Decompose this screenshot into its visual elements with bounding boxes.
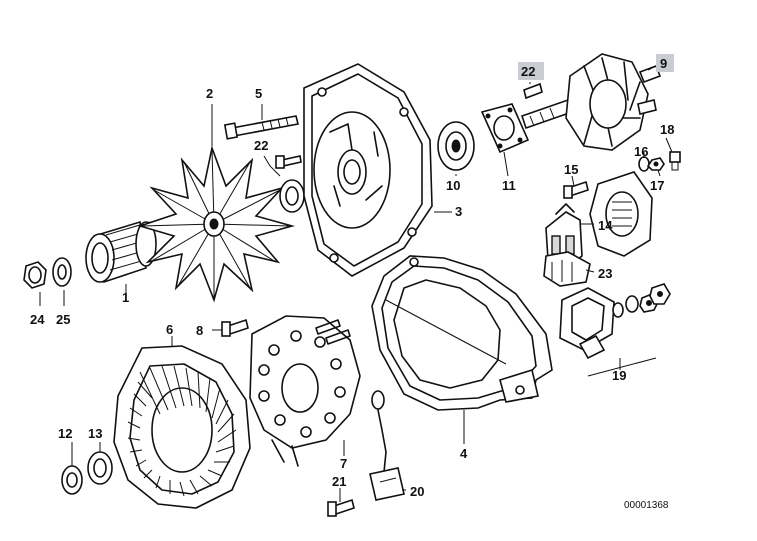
label-24[interactable]: 24 — [30, 312, 45, 327]
label-6[interactable]: 6 — [166, 322, 173, 337]
label-4[interactable]: 4 — [460, 446, 468, 461]
part-5-bolt[interactable] — [223, 115, 299, 140]
part-18-screw[interactable] — [669, 151, 681, 171]
label-15[interactable]: 15 — [564, 162, 578, 177]
label-7[interactable]: 7 — [340, 456, 347, 471]
label-13[interactable]: 13 — [88, 426, 102, 441]
label-21[interactable]: 21 — [332, 474, 346, 489]
drawing-code: 00001368 — [624, 500, 669, 511]
part-25-washer[interactable] — [52, 257, 72, 287]
part-4-rear-cover[interactable] — [371, 255, 553, 411]
part-16-washer[interactable] — [638, 156, 650, 172]
part-22-key[interactable] — [523, 82, 543, 100]
part-12-ring[interactable] — [61, 465, 83, 495]
part-19-terminal-assembly[interactable] — [559, 283, 671, 360]
part-23-regulator[interactable] — [543, 251, 591, 287]
part-15-screw[interactable] — [563, 180, 589, 199]
part-6-stator[interactable] — [113, 345, 251, 509]
part-21-screw[interactable] — [327, 498, 355, 517]
part-7-rectifier[interactable] — [249, 315, 361, 467]
label-2[interactable]: 2 — [206, 86, 213, 101]
part-9-rotor[interactable] — [520, 53, 662, 151]
label-1[interactable]: 1 — [122, 290, 129, 305]
label-19[interactable]: 19 — [612, 368, 626, 383]
label-22-left[interactable]: 22 — [254, 138, 268, 153]
part-13-ring[interactable] — [87, 451, 113, 485]
label-17[interactable]: 17 — [650, 178, 664, 193]
part-1-pulley[interactable] — [85, 220, 157, 284]
label-10[interactable]: 10 — [446, 178, 460, 193]
label-9[interactable]: 9 — [660, 56, 667, 71]
part-2-fan[interactable] — [137, 145, 295, 303]
label-12[interactable]: 12 — [58, 426, 72, 441]
part-11-cover-plate[interactable] — [480, 103, 530, 154]
label-22-right[interactable]: 22 — [521, 64, 535, 79]
part-20-sensor[interactable] — [369, 390, 405, 501]
part-10-bearing[interactable] — [437, 121, 475, 171]
part-8-screw[interactable] — [221, 318, 249, 337]
label-23[interactable]: 23 — [598, 266, 612, 281]
part-17-nut[interactable] — [646, 157, 665, 171]
label-25[interactable]: 25 — [56, 312, 70, 327]
label-11[interactable]: 11 — [502, 178, 516, 193]
part-3-drive-end-housing[interactable] — [303, 63, 433, 277]
part-22-screw-left[interactable] — [275, 155, 302, 169]
label-22-highlight — [518, 62, 544, 80]
part-22-bearing-ring[interactable] — [279, 179, 305, 213]
label-5[interactable]: 5 — [255, 86, 262, 101]
label-16[interactable]: 16 — [634, 144, 648, 159]
label-8[interactable]: 8 — [196, 323, 203, 338]
part-end-cap-plate[interactable] — [589, 171, 653, 257]
label-20[interactable]: 20 — [410, 484, 424, 499]
label-18[interactable]: 18 — [660, 122, 674, 137]
label-14[interactable]: 14 — [598, 218, 613, 233]
leader-lines — [39, 63, 673, 502]
label-3[interactable]: 3 — [455, 204, 462, 219]
label-9-highlight — [656, 54, 674, 72]
part-24-nut[interactable] — [23, 261, 47, 289]
